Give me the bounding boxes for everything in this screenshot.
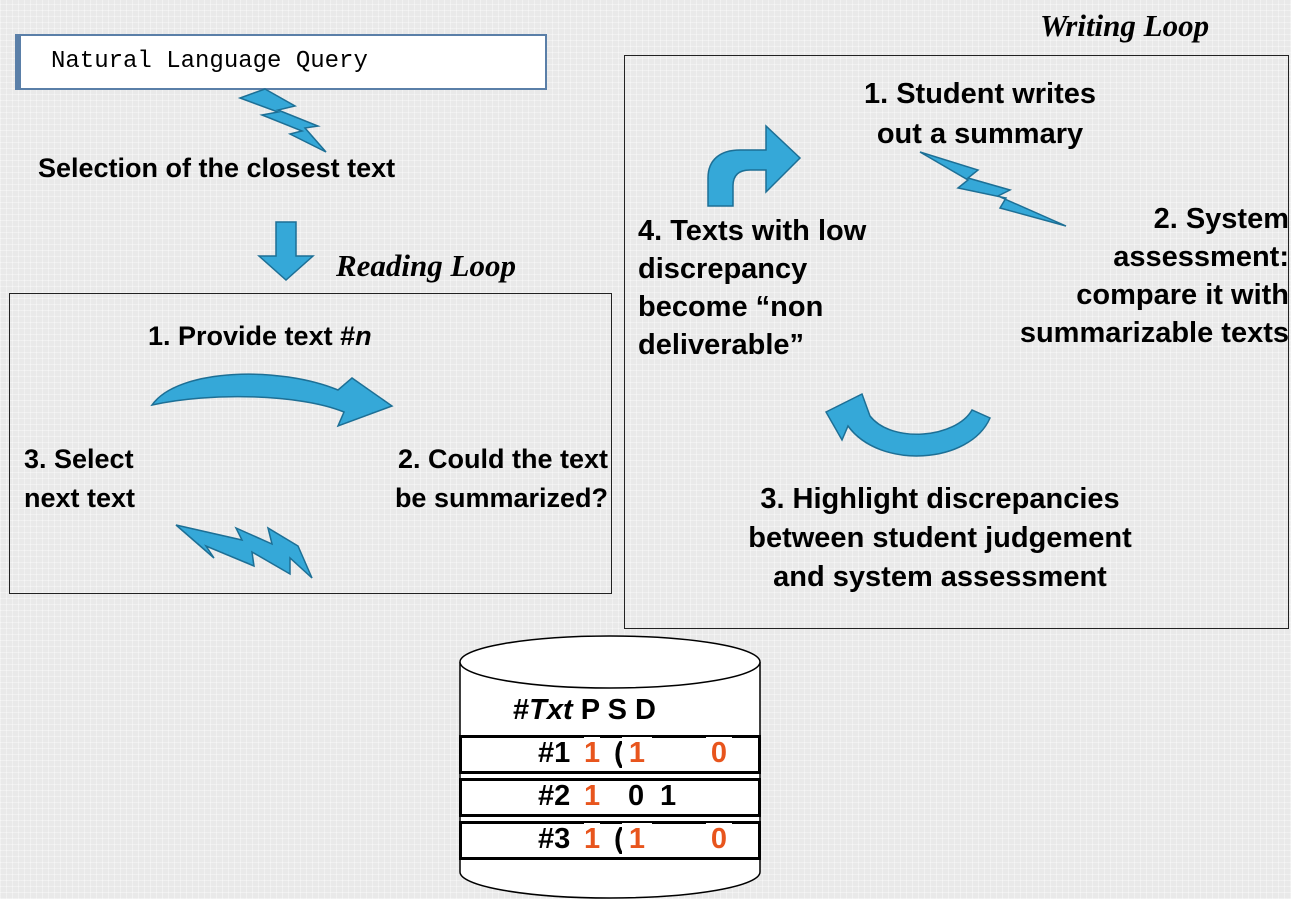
writing-step-1: 1. Student writes out a summary <box>790 74 1170 154</box>
reading-step-3-line1: 3. Select <box>24 444 134 474</box>
writing-step-4-line4: deliverable” <box>638 329 805 361</box>
reading-step-3-line2: next text <box>24 483 136 513</box>
writing-step-2-line4: summarizable texts <box>1019 317 1289 349</box>
writing-step-4-line2: discrepancy <box>638 253 808 285</box>
writing-step-3-line2: between student judgement <box>748 522 1132 554</box>
reading-step-1-text: 1. Provide text # <box>148 321 356 351</box>
reading-step-2-line2: be summarized? <box>394 483 608 513</box>
db-row-2-d: 1 <box>660 780 677 812</box>
writing-step-2: 2. System assessment: compare it with su… <box>880 200 1289 352</box>
writing-step-4-line3: become “non <box>638 291 824 323</box>
writing-step-2-line1: 2. System <box>1153 203 1289 235</box>
reading-step-2: 2. Could the text be summarized? <box>278 440 608 518</box>
reading-step-2-line1: 2. Could the text <box>397 444 608 474</box>
writing-step-1-line1: 1. Student writes <box>863 78 1097 110</box>
reading-loop-panel <box>9 293 612 594</box>
db-header-txt: Txt <box>529 694 573 726</box>
writing-loop-panel <box>624 55 1289 629</box>
db-row-3-d: 0 <box>706 823 732 856</box>
writing-step-2-line3: compare it with <box>1076 279 1289 311</box>
writing-step-4: 4. Texts with low discrepancy become “no… <box>638 212 866 364</box>
reading-loop-title: Reading Loop <box>336 248 516 283</box>
db-row-2-p: 1 <box>584 780 601 812</box>
db-row-3-hidden: ( <box>614 823 624 855</box>
db-row-3-p: 1 <box>584 823 601 856</box>
writing-step-3-line3: and system assessment <box>773 561 1107 593</box>
natural-language-query-box: Natural Language Query <box>15 34 547 90</box>
db-header-cols: P S D <box>580 694 656 726</box>
writing-step-3-line1: 3. Highlight discrepancies <box>760 483 1120 515</box>
reading-step-1-var: n <box>355 321 372 351</box>
writing-loop-title: Writing Loop <box>1040 8 1210 43</box>
query-label: Natural Language Query <box>51 48 368 75</box>
reading-step-1: 1. Provide text #n <box>148 320 372 353</box>
db-header: #Txt P S D <box>513 694 656 727</box>
db-row-1-s: 1 <box>622 737 652 770</box>
db-row-1-hidden: ( <box>614 737 624 769</box>
writing-step-3: 3. Highlight discrepancies between stude… <box>640 480 1240 597</box>
reading-step-3: 3. Select next text <box>24 440 135 518</box>
db-row-2-s: 0 <box>628 780 645 812</box>
table-row <box>459 778 761 817</box>
db-header-hash: # <box>513 694 530 726</box>
db-row-1-id: #1 <box>538 737 571 769</box>
writing-step-1-line2: out a summary <box>876 118 1084 150</box>
selection-label: Selection of the closest text <box>38 153 396 183</box>
db-row-1-p: 1 <box>584 737 601 770</box>
writing-step-2-line2: assessment: <box>1113 241 1289 273</box>
db-row-1-d: 0 <box>706 737 732 770</box>
db-row-3-id: #3 <box>538 823 571 855</box>
writing-step-4-line1: 4. Texts with low <box>638 215 867 247</box>
db-row-2-id: #2 <box>538 780 571 812</box>
db-row-3-s: 1 <box>622 823 652 856</box>
